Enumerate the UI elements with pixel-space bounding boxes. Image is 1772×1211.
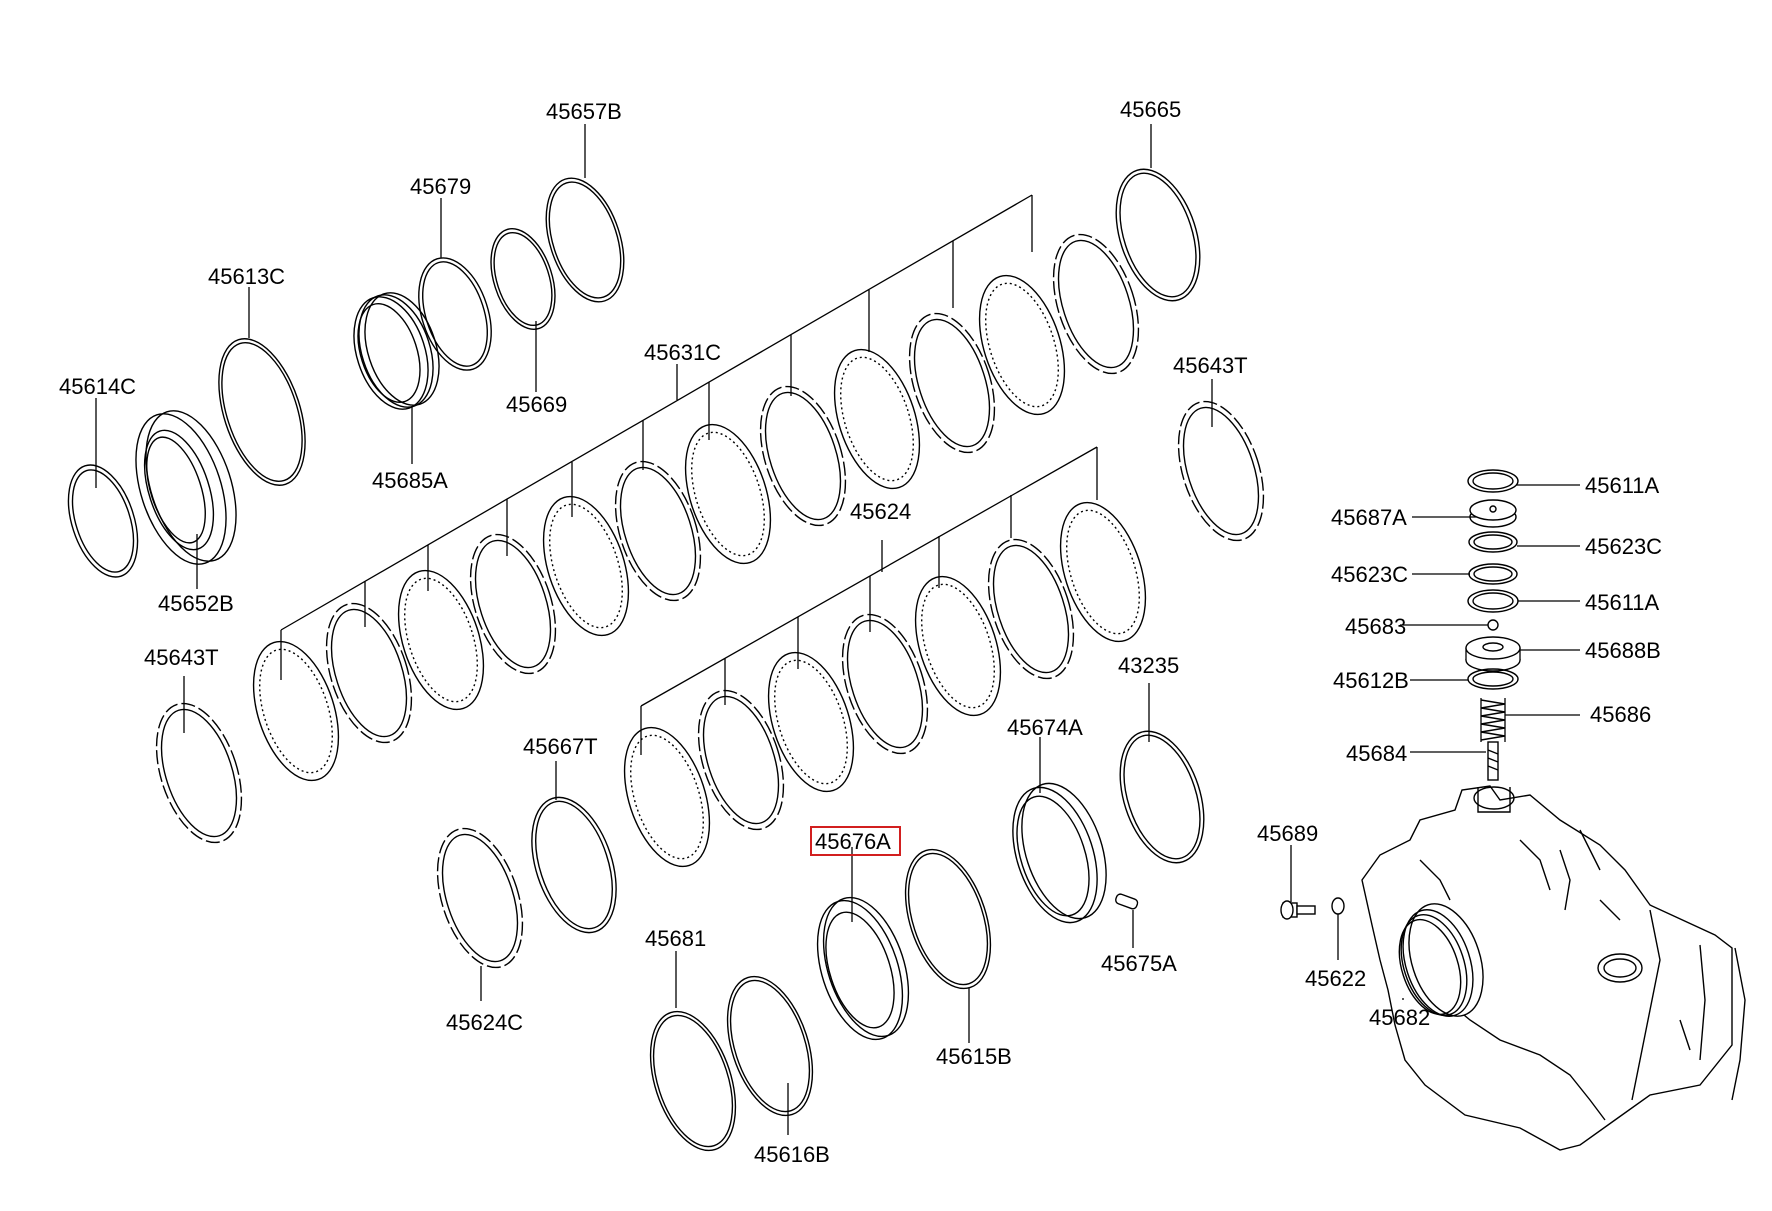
part-45657B-ring[interactable] — [532, 168, 638, 311]
part-45684-pin[interactable] — [1487, 741, 1499, 781]
label-45624[interactable]: 45624 — [850, 499, 911, 524]
part-45624-clutch-pack[interactable] — [609, 492, 1162, 877]
part-45687A[interactable] — [1469, 499, 1517, 528]
label-45669[interactable]: 45669 — [506, 392, 567, 417]
label-45667T[interactable]: 45667T — [523, 734, 598, 759]
clutch-disc — [252, 640, 340, 782]
label-45689[interactable]: 45689 — [1257, 821, 1318, 846]
clutch-plate — [987, 538, 1075, 680]
part-45675A-pin[interactable] — [1115, 893, 1139, 910]
label-45657B[interactable]: 45657B — [546, 99, 622, 124]
part-45643T-plate-left[interactable] — [141, 693, 258, 853]
label-45643T-left[interactable]: 45643T — [144, 645, 219, 670]
part-45622-o-ring[interactable] — [1331, 897, 1345, 915]
part-45616B-ring[interactable] — [712, 966, 829, 1126]
part-45631C-clutch-pack[interactable] — [238, 224, 1155, 791]
part-45615B-ring[interactable] — [890, 839, 1007, 999]
part-45689-bolt[interactable] — [1280, 900, 1316, 920]
label-45685A[interactable]: 45685A — [372, 468, 448, 493]
label-45688B[interactable]: 45688B — [1585, 638, 1661, 663]
label-45686[interactable]: 45686 — [1590, 702, 1651, 727]
clutch-plate — [1052, 233, 1140, 375]
clutch-disc — [767, 651, 855, 793]
label-45682[interactable]: 45682 — [1369, 1005, 1430, 1030]
part-45614C-snap-ring[interactable] — [56, 456, 151, 585]
clutch-plate — [841, 613, 929, 755]
part-45688B[interactable] — [1465, 636, 1521, 672]
part-45667T-snap-ring[interactable] — [516, 787, 632, 944]
clutch-plate — [908, 312, 996, 454]
part-45624C-plate[interactable] — [422, 818, 539, 978]
clutch-plate — [325, 602, 413, 744]
leader-lines — [95, 124, 1580, 1135]
part-45611A-upper[interactable] — [1467, 469, 1519, 493]
clutch-disc — [623, 726, 711, 868]
part-45643T-plate-right[interactable] — [1163, 391, 1280, 551]
clutch-plate — [697, 689, 785, 831]
label-45684[interactable]: 45684 — [1346, 741, 1407, 766]
part-45683-ball[interactable] — [1487, 619, 1499, 631]
label-45616B[interactable]: 45616B — [754, 1142, 830, 1167]
bracket-45624 — [640, 446, 1098, 755]
clutch-disc — [914, 575, 1002, 717]
clutch-disc — [1059, 501, 1147, 643]
part-45652B-piston[interactable] — [119, 399, 253, 575]
part-45613C-seal-ring[interactable] — [202, 328, 321, 496]
label-45675A[interactable]: 45675A — [1101, 951, 1177, 976]
label-45674A[interactable]: 45674A — [1007, 715, 1083, 740]
label-45615B[interactable]: 45615B — [936, 1044, 1012, 1069]
part-45676A-piston[interactable] — [802, 887, 925, 1050]
clutch-plate — [469, 533, 557, 675]
label-45676A[interactable]: 45676A — [815, 829, 891, 854]
part-45623C-lower[interactable] — [1468, 563, 1518, 585]
part-45611A-lower[interactable] — [1467, 589, 1519, 613]
clutch-disc — [684, 423, 772, 565]
part-43235-snap-ring[interactable] — [1105, 721, 1219, 874]
label-43235[interactable]: 43235 — [1118, 653, 1179, 678]
label-45623C-left[interactable]: 45623C — [1331, 562, 1408, 587]
part-labels: 45657B 45665 45679 45613C 45631C 45669 4… — [59, 97, 1662, 1167]
label-45624C[interactable]: 45624C — [446, 1010, 523, 1035]
label-45631C[interactable]: 45631C — [644, 340, 721, 365]
clutch-plate — [759, 385, 847, 527]
label-45623C-right[interactable]: 45623C — [1585, 534, 1662, 559]
label-45665[interactable]: 45665 — [1120, 97, 1181, 122]
clutch-disc — [978, 274, 1066, 416]
part-45686-spring[interactable] — [1480, 698, 1506, 742]
clutch-disc — [397, 569, 485, 711]
parts-layer — [56, 159, 1746, 1161]
highlight-box-45676A — [810, 826, 901, 856]
label-45679[interactable]: 45679 — [410, 174, 471, 199]
label-45687A[interactable]: 45687A — [1331, 505, 1407, 530]
clutch-disc — [542, 495, 630, 637]
bracket-45631C — [280, 194, 1033, 680]
part-45665-snap-ring[interactable] — [1101, 159, 1215, 312]
label-45652B[interactable]: 45652B — [158, 591, 234, 616]
label-45643T-right[interactable]: 45643T — [1173, 353, 1248, 378]
clutch-disc — [833, 348, 921, 490]
part-transmission-case — [1361, 785, 1746, 1151]
label-45612B[interactable]: 45612B — [1333, 668, 1409, 693]
label-45613C[interactable]: 45613C — [208, 264, 285, 289]
label-45611A-top[interactable]: 45611A — [1585, 473, 1660, 498]
part-45623C-upper[interactable] — [1468, 531, 1518, 553]
part-45612B-ring[interactable] — [1467, 668, 1519, 690]
label-45622[interactable]: 45622 — [1305, 966, 1366, 991]
label-45614C[interactable]: 45614C — [59, 374, 136, 399]
label-45683[interactable]: 45683 — [1345, 614, 1406, 639]
part-45669-snap-ring[interactable] — [479, 221, 566, 338]
part-45685A-retainer[interactable] — [341, 283, 453, 418]
part-45681-ring[interactable] — [635, 1001, 752, 1161]
part-45674A-retainer[interactable] — [997, 773, 1122, 934]
label-45681[interactable]: 45681 — [645, 926, 706, 951]
label-45611A-bottom[interactable]: 45611A — [1585, 590, 1660, 615]
part-45679-ring[interactable] — [406, 249, 505, 380]
clutch-plate — [614, 460, 702, 602]
